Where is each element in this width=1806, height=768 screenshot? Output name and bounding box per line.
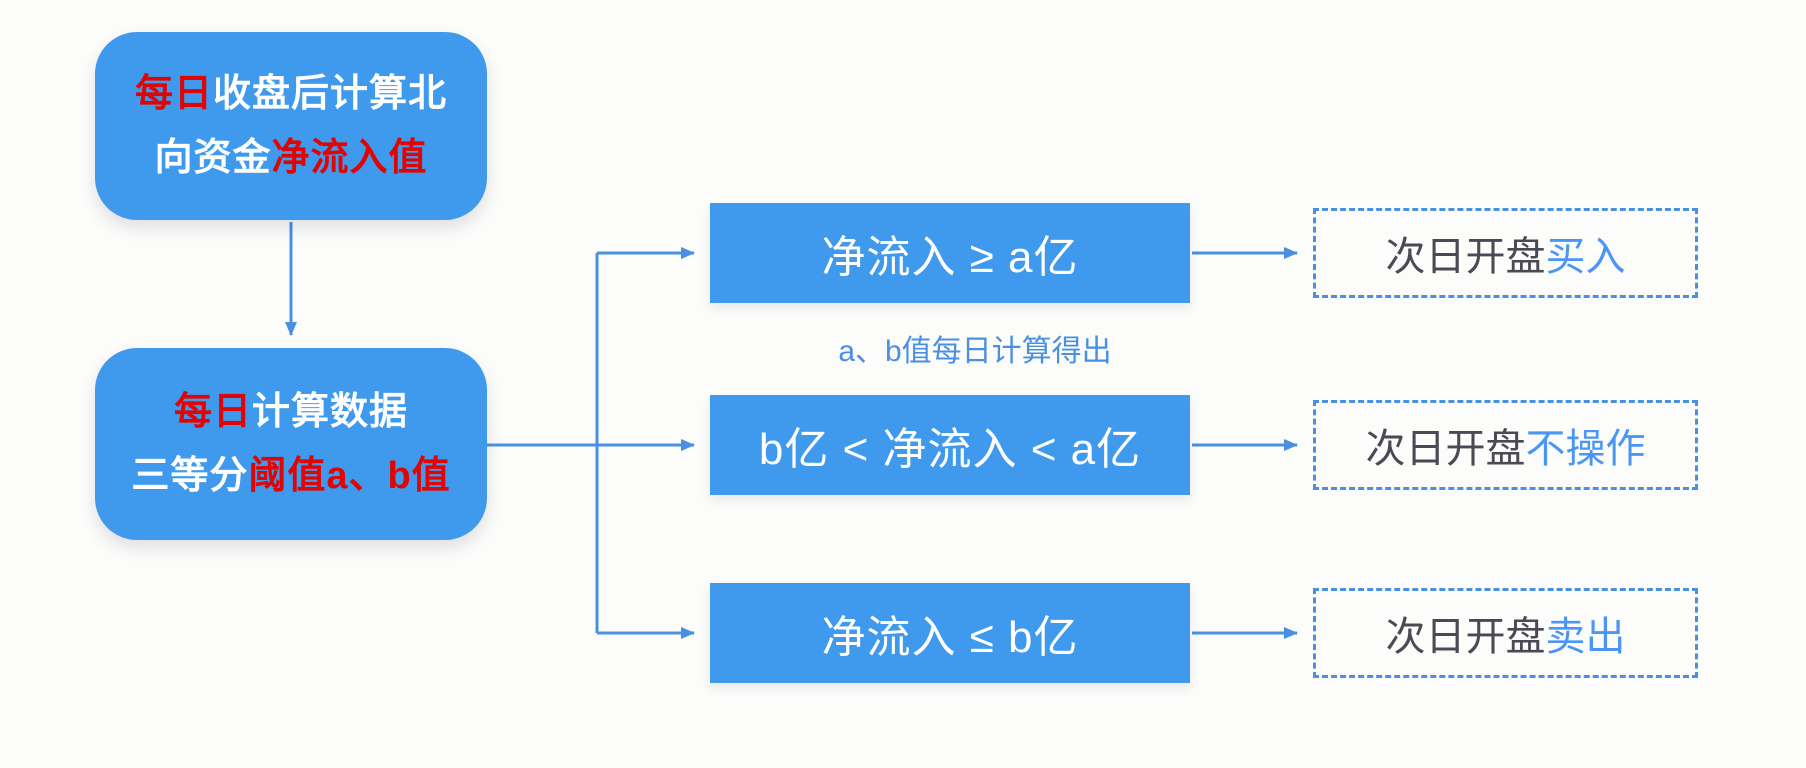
text-segment-red: 阈值a、b值 xyxy=(248,455,451,497)
text-segment-red: 每日 xyxy=(134,73,213,115)
start-node: 每日收盘后计算北 向资金净流入值 xyxy=(95,32,487,220)
result-action-hold: 不操作 xyxy=(1525,427,1646,471)
text-segment: 计算数据 xyxy=(252,391,409,433)
result-prefix: 次日开盘 xyxy=(1385,235,1546,279)
result-prefix: 次日开盘 xyxy=(1365,427,1526,471)
condition-node-top: 净流入 ≥ a亿 xyxy=(710,203,1190,303)
note-label: a、b值每日计算得出 xyxy=(838,335,1112,368)
text-segment: 收盘后计算北 xyxy=(213,73,448,115)
condition-node-middle: b亿 < 净流入 < a亿 xyxy=(710,395,1190,495)
text-segment-red: 净流入值 xyxy=(271,137,428,179)
condition-node-bottom: 净流入 ≤ b亿 xyxy=(710,583,1190,683)
result-prefix: 次日开盘 xyxy=(1385,615,1546,659)
result-node-buy: 次日开盘买入 xyxy=(1313,208,1698,298)
result-action-buy: 买入 xyxy=(1545,235,1626,279)
threshold-node-line1: 每日计算数据 xyxy=(174,380,408,444)
start-node-line2: 向资金净流入值 xyxy=(154,126,427,190)
start-node-line1: 每日收盘后计算北 xyxy=(135,62,447,126)
threshold-node: 每日计算数据 三等分阈值a、b值 xyxy=(95,348,487,540)
text-segment: 向资金 xyxy=(154,137,272,179)
result-action-sell: 卖出 xyxy=(1545,615,1626,659)
result-node-sell: 次日开盘卖出 xyxy=(1313,588,1698,678)
text-segment-red: 每日 xyxy=(173,391,252,433)
result-node-hold: 次日开盘不操作 xyxy=(1313,400,1698,490)
text-segment: 三等分 xyxy=(131,455,249,497)
threshold-node-line2: 三等分阈值a、b值 xyxy=(131,444,450,508)
